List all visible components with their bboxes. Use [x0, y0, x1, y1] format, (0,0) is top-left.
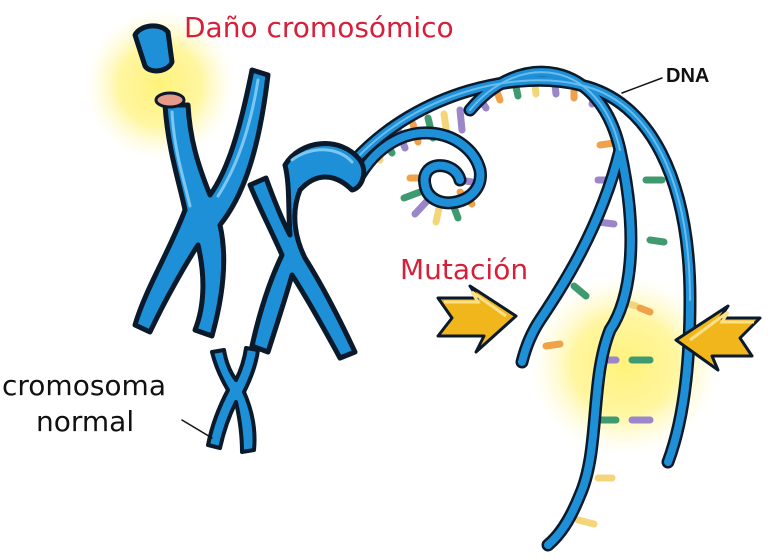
damaged-chromosome [132, 23, 271, 339]
arrow-right-icon [436, 284, 518, 354]
unwinding-chromosome [247, 141, 367, 361]
dna-leader-line [621, 77, 663, 94]
dna-helix [348, 65, 697, 552]
damage-glow [85, 10, 235, 160]
normal-label-line1: cromosoma [2, 369, 166, 402]
normal-leader-line [181, 419, 213, 439]
damage-label: Daño cromosómico [184, 11, 454, 44]
dna-label: DNA [666, 65, 710, 87]
break-tip [154, 91, 186, 109]
mutation-label: Mutación [400, 253, 529, 286]
normal-label-line2: normal [36, 405, 135, 438]
mutation-glow [530, 275, 720, 455]
normal-chromosome [181, 346, 260, 454]
arrow-left-icon [674, 304, 762, 372]
broken-fragment [132, 23, 175, 74]
